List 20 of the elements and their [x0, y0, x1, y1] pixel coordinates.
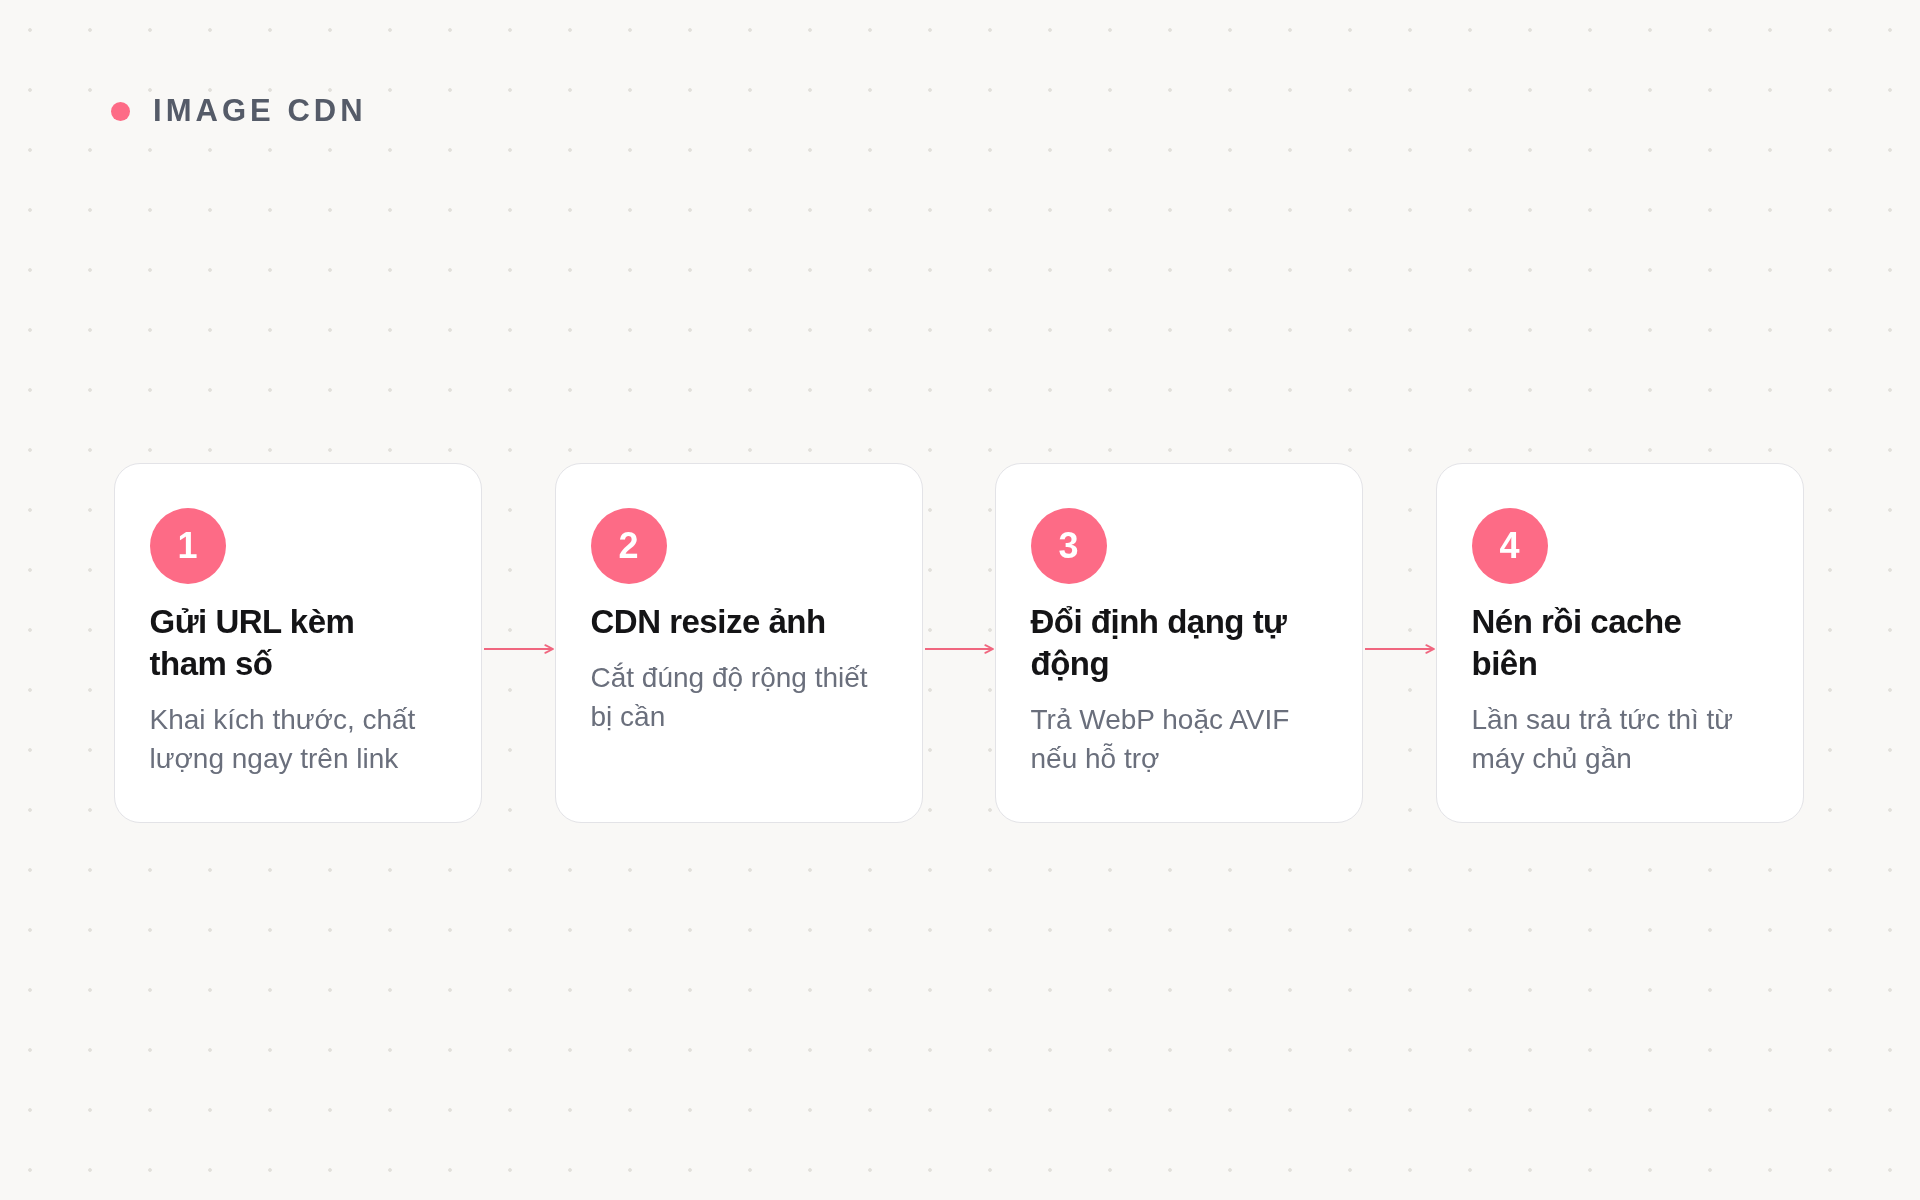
- step-number-badge: 4: [1471, 507, 1548, 584]
- step-card: [995, 463, 1363, 823]
- arrow: [924, 644, 994, 654]
- step-title: Nén rồi cache biên: [1471, 601, 1683, 684]
- step-title: Gửi URL kèm tham số: [149, 601, 356, 684]
- step-title: CDN resize ảnh: [590, 601, 827, 642]
- step-number-badge: 2: [590, 507, 667, 584]
- step-description: Cắt đúng độ rộng thiết bị cần: [590, 660, 869, 734]
- arrow: [483, 644, 554, 654]
- step-description: Khai kích thước, chất lượng ngay trên link: [149, 702, 417, 776]
- step-card: [555, 463, 923, 823]
- step-description: Lần sau trả tức thì từ máy chủ gần: [1471, 702, 1735, 776]
- step-number-badge: 3: [1030, 507, 1107, 584]
- diagram-title: IMAGE CDN: [153, 92, 367, 130]
- arrow: [1364, 644, 1435, 654]
- step-number-badge: 1: [149, 507, 226, 584]
- step-card: [1436, 463, 1804, 823]
- step-title: Đổi định dạng tự động: [1030, 601, 1288, 684]
- step-card: [114, 463, 482, 823]
- step-description: Trả WebP hoặc AVIF nếu hỗ trợ: [1030, 702, 1291, 776]
